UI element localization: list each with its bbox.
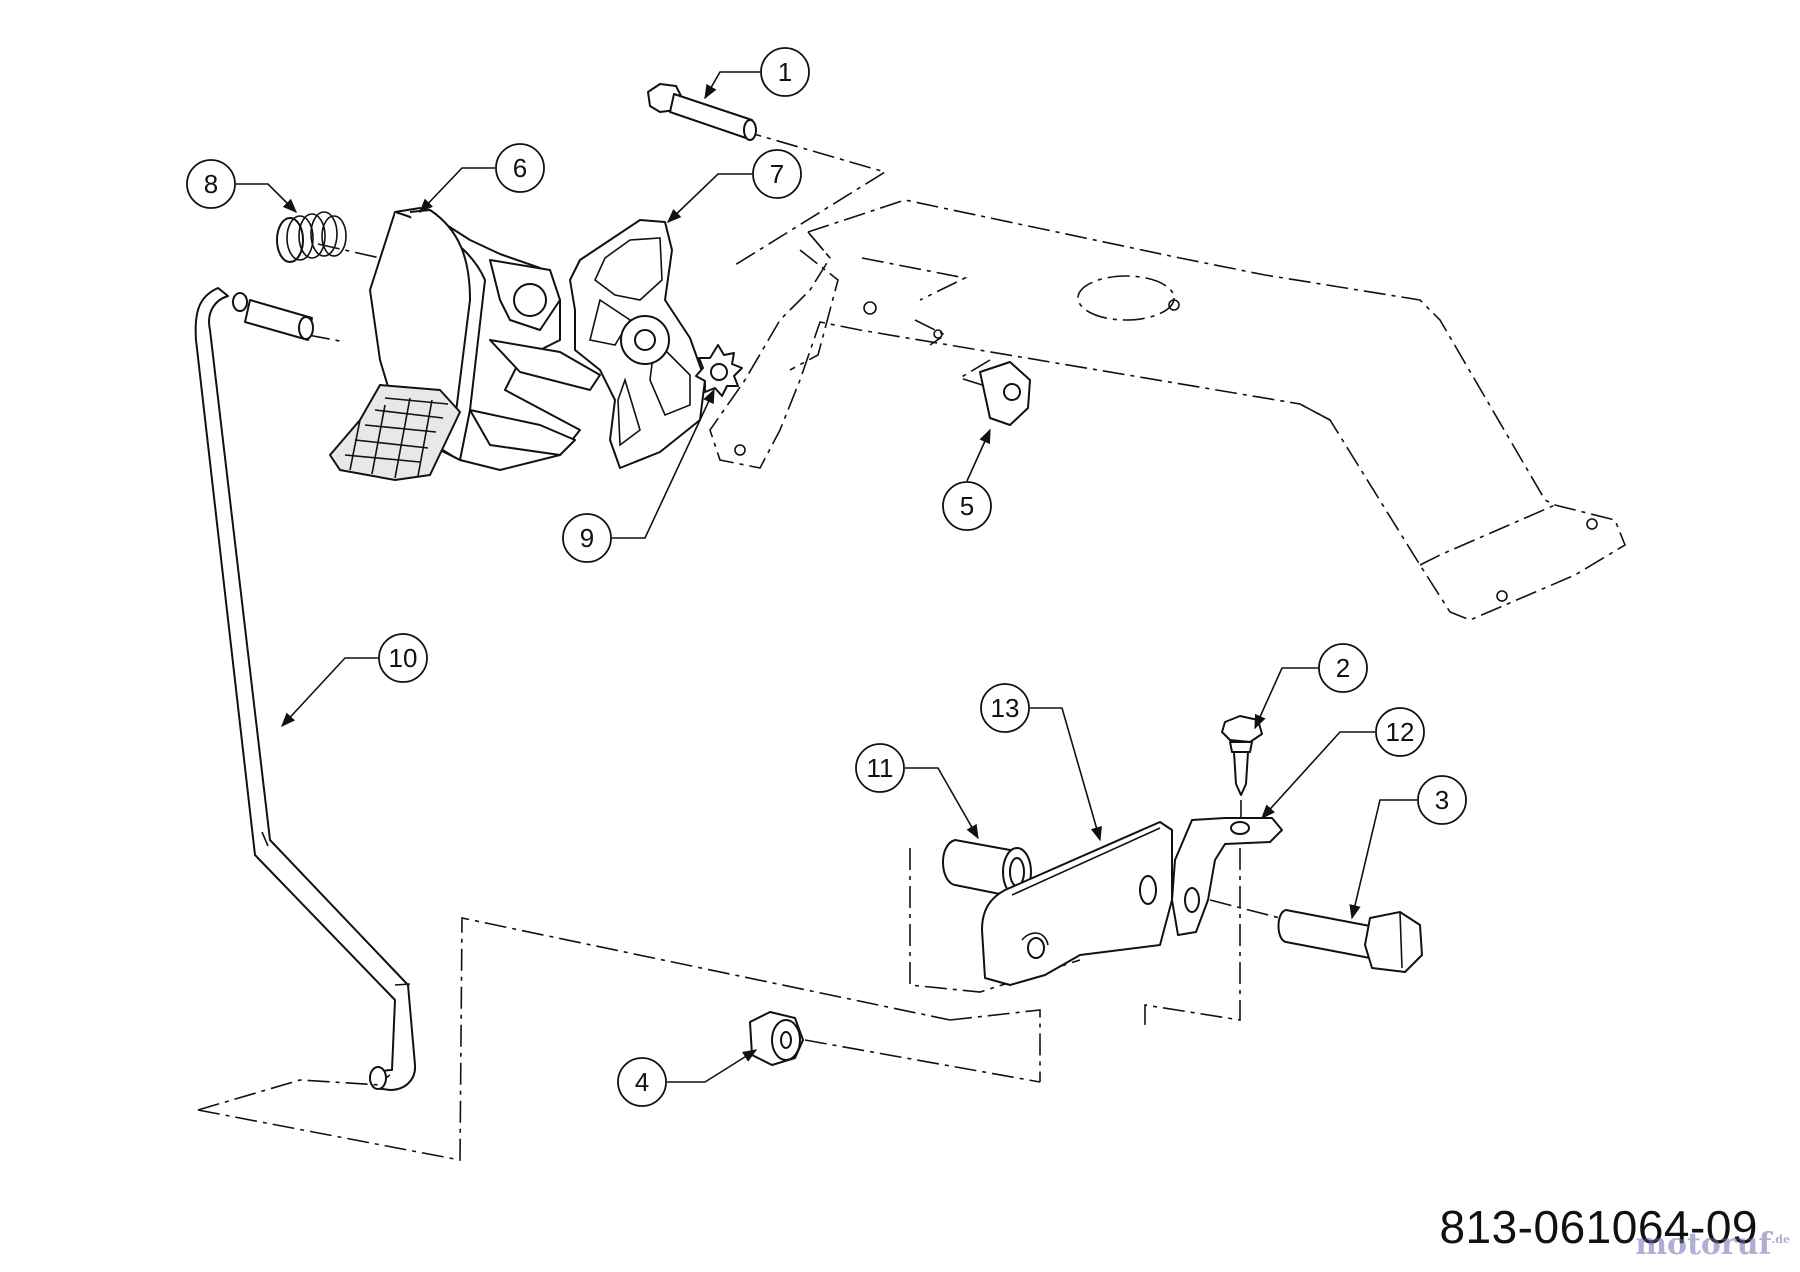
part-6-pedal-housing xyxy=(329,207,601,481)
callout-3: 3 xyxy=(1349,775,1467,920)
callout-label-2: 2 xyxy=(1336,653,1350,683)
callout-label-10: 10 xyxy=(389,643,418,673)
centerline-nut-5 xyxy=(958,359,999,391)
mounting-plate xyxy=(709,199,1626,621)
callout-label-13: 13 xyxy=(991,693,1020,723)
callout-label-3: 3 xyxy=(1435,785,1449,815)
part-8-spring xyxy=(276,211,347,263)
part-2-screw xyxy=(1221,715,1263,818)
centerline-bolt-1 xyxy=(734,129,887,266)
callout-label-1: 1 xyxy=(778,57,792,87)
callout-5: 5 xyxy=(942,428,992,531)
centerline-pedal xyxy=(317,243,381,259)
part-4-bushing xyxy=(749,1011,1041,1083)
callout-10: 10 xyxy=(281,633,428,728)
callout-6: 6 xyxy=(419,143,545,214)
drawing-number: 813-061064-09 xyxy=(1439,1201,1758,1253)
callout-label-7: 7 xyxy=(770,159,784,189)
callout-label-8: 8 xyxy=(204,169,218,199)
callout-label-9: 9 xyxy=(580,523,594,553)
part-12-bracket xyxy=(1171,817,1283,936)
part-7-ratchet-plate xyxy=(569,219,706,469)
part-5-nut xyxy=(979,361,1031,426)
callout-label-5: 5 xyxy=(960,491,974,521)
callout-12: 12 xyxy=(1261,707,1425,820)
callout-label-11: 11 xyxy=(867,753,894,783)
part-13-arm xyxy=(981,821,1173,986)
callout-13: 13 xyxy=(980,683,1102,842)
part-9-star-washer xyxy=(695,344,743,397)
watermark-suffix: .de xyxy=(1771,1233,1790,1246)
centerline-rod xyxy=(307,334,346,343)
watermark-logo: motoruf.de xyxy=(1635,1227,1790,1262)
callout-11: 11 xyxy=(855,743,979,840)
callout-label-4: 4 xyxy=(635,1067,649,1097)
callout-label-6: 6 xyxy=(513,153,527,183)
callout-label-12: 12 xyxy=(1386,717,1415,747)
watermark-text: motoruf xyxy=(1635,1227,1772,1262)
callout-9: 9 xyxy=(562,388,715,563)
part-10-rod xyxy=(194,287,417,1091)
callout-8: 8 xyxy=(186,159,298,214)
callout-7: 7 xyxy=(666,149,802,223)
callout-4: 4 xyxy=(617,1049,758,1107)
callout-2: 2 xyxy=(1254,643,1368,730)
part-3-hex-bolt xyxy=(1209,899,1423,973)
part-1-bolt xyxy=(647,83,757,141)
callout-1: 1 xyxy=(704,47,810,100)
